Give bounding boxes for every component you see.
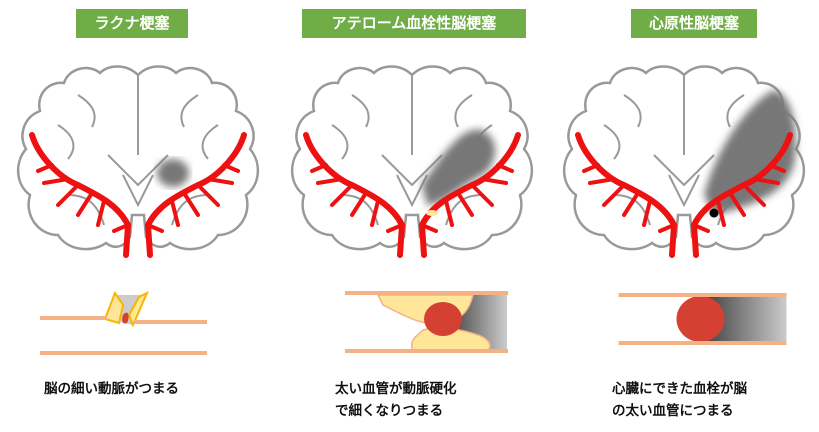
caption-cardioembolic: 心臓にできた血栓が脳 の太い血管につまる bbox=[612, 378, 747, 422]
caption-line: 脳の細い動脈がつまる bbox=[44, 381, 179, 397]
infarct-area bbox=[422, 129, 496, 205]
caption-atherothrombotic: 太い血管が動脈硬化 で細くなりつまる bbox=[335, 378, 457, 422]
vessel-diagram-cardioembolic bbox=[618, 293, 787, 345]
brain-diagram-cardioembolic bbox=[562, 65, 806, 260]
caption-line: 心臓にできた血栓が脳 bbox=[612, 381, 747, 397]
plaque-site bbox=[426, 210, 438, 216]
caption-lacunar: 脳の細い動脈がつまる bbox=[44, 378, 179, 400]
panel-title-cardioembolic: 心原性脳梗塞 bbox=[631, 9, 757, 38]
brain-diagram-atherothrombotic bbox=[290, 65, 534, 260]
brain-diagram-lacunar bbox=[16, 65, 260, 260]
caption-line: の太い血管につまる bbox=[612, 403, 734, 419]
caption-line: で細くなりつまる bbox=[335, 403, 444, 419]
vessel-diagram-atherothrombotic bbox=[345, 291, 508, 353]
embolus bbox=[709, 208, 719, 218]
infarct-area bbox=[157, 159, 189, 187]
caption-line: 太い血管が動脈硬化 bbox=[335, 381, 457, 397]
vessel-diagram-lacunar bbox=[40, 290, 207, 355]
panel-title-lacunar: ラクナ梗塞 bbox=[76, 9, 188, 38]
panel-title-atherothrombotic: アテローム血栓性脳梗塞 bbox=[302, 9, 526, 38]
